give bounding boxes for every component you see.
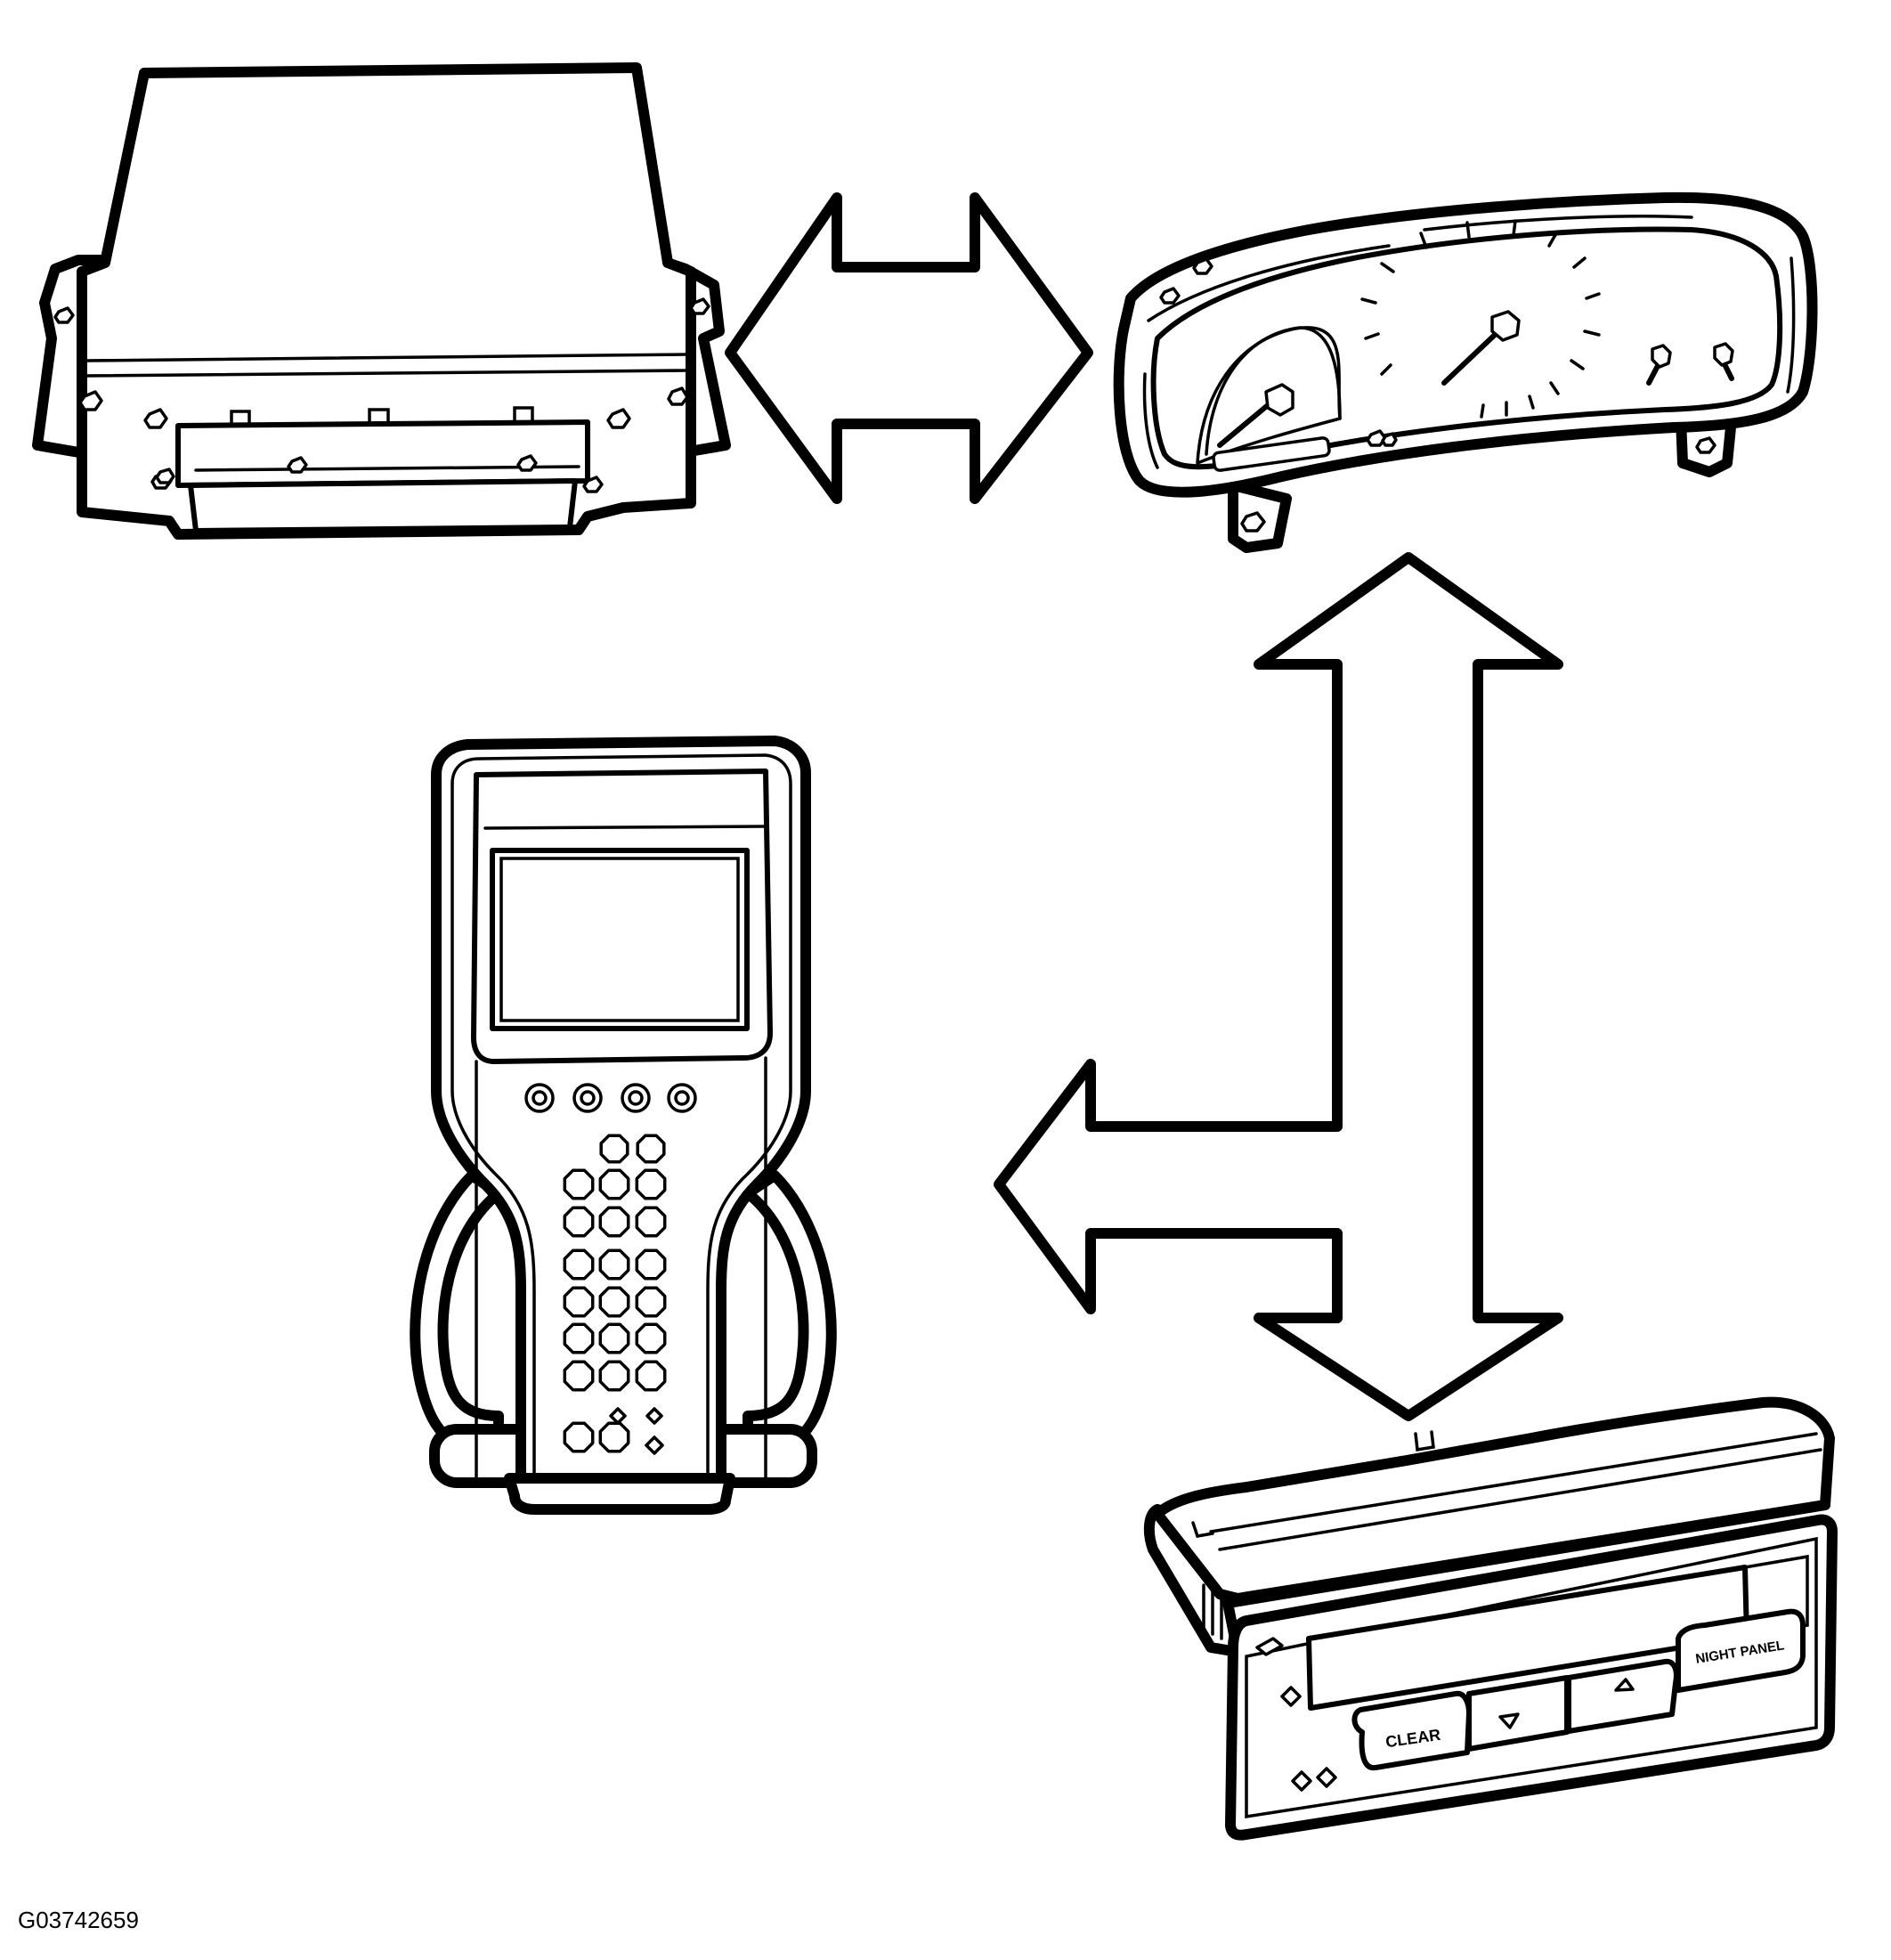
keypad-key — [598, 1322, 630, 1354]
figure-id: G03742659 — [18, 1907, 139, 1933]
instrument-cluster — [1113, 191, 1818, 553]
keypad-key — [563, 1206, 595, 1238]
function-keys — [524, 1083, 697, 1113]
keypad-key — [636, 1134, 666, 1164]
keypad-key — [598, 1168, 630, 1200]
scan-tool — [410, 736, 837, 1515]
keypad-key — [598, 1206, 630, 1238]
keypad-key — [598, 1248, 630, 1281]
keypad-key — [598, 1421, 630, 1453]
keypad-key — [563, 1421, 595, 1453]
keypad-key — [635, 1248, 667, 1281]
keypad-key — [635, 1206, 667, 1238]
keypad-key — [635, 1322, 667, 1354]
double-arrow-horizontal — [725, 192, 1093, 504]
keypad-key — [598, 1360, 630, 1392]
control-module — [32, 62, 731, 540]
keypad-key — [563, 1360, 595, 1392]
keypad-key — [598, 1286, 630, 1318]
keypad — [563, 1134, 667, 1453]
screw-icon — [53, 297, 710, 493]
keypad-key — [563, 1168, 595, 1200]
vent-slots — [1202, 1583, 1223, 1640]
keypad-key — [635, 1168, 667, 1200]
keypad-key — [563, 1248, 595, 1281]
keypad-key — [635, 1286, 667, 1318]
keypad-key — [599, 1134, 629, 1164]
keypad-key — [563, 1322, 595, 1354]
keypad-key — [635, 1360, 667, 1392]
double-arrow-vertical-with-branch — [994, 552, 1563, 1421]
keypad-key — [563, 1286, 595, 1318]
info-display-unit: CLEAR NIGHT PANEL — [1143, 1396, 1838, 1841]
